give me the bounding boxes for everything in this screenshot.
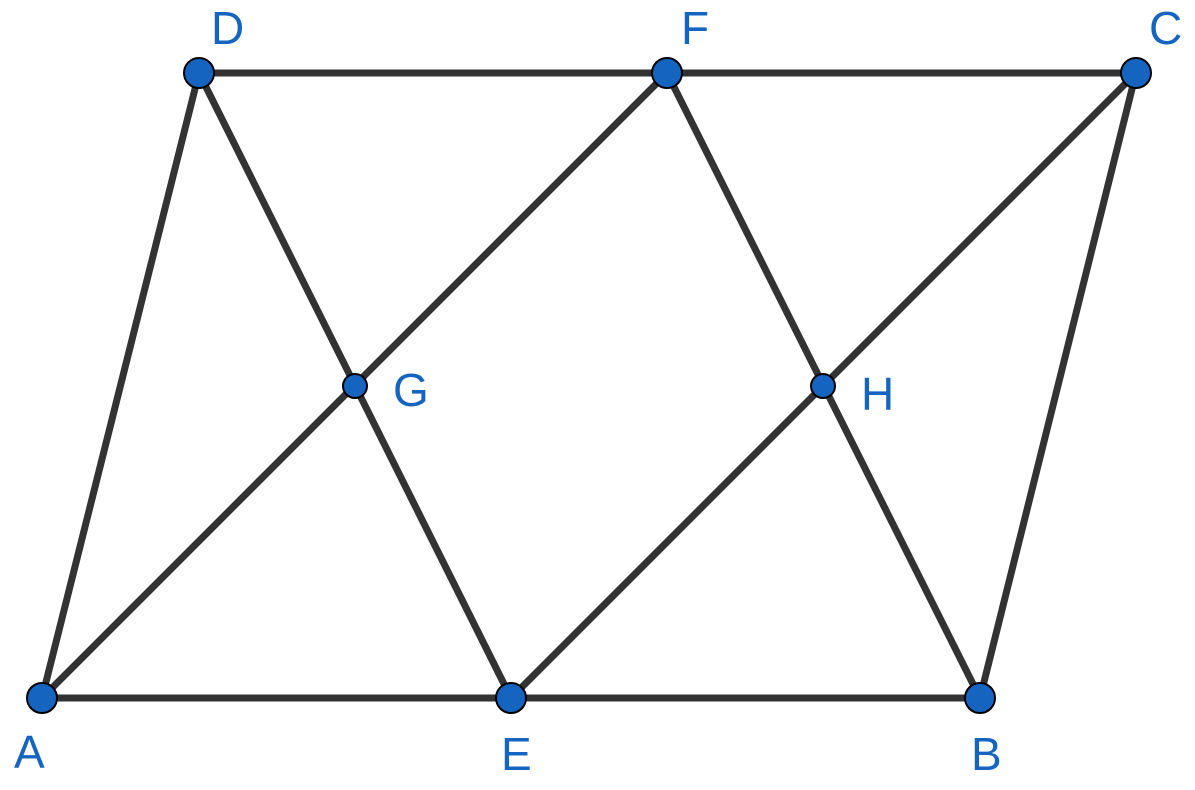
- label-d: D: [211, 2, 244, 54]
- point-c: [1120, 57, 1152, 89]
- label-b: B: [971, 728, 1002, 780]
- point-f: [651, 57, 683, 89]
- label-g: G: [393, 364, 429, 416]
- label-a: A: [14, 726, 45, 778]
- segment-a-d: [38, 69, 203, 702]
- point-e: [495, 682, 527, 714]
- segment-b-c: [976, 69, 1140, 702]
- points-layer: [26, 57, 1152, 714]
- label-h: H: [861, 368, 894, 420]
- point-d: [183, 57, 215, 89]
- segments-layer: [38, 69, 1140, 702]
- point-g: [342, 373, 368, 399]
- point-a: [26, 682, 58, 714]
- label-f: F: [681, 2, 709, 54]
- label-e: E: [501, 728, 532, 780]
- label-c: C: [1149, 2, 1182, 54]
- point-b: [964, 682, 996, 714]
- labels-layer: A B C D E F G H: [14, 2, 1182, 780]
- point-h: [810, 373, 836, 399]
